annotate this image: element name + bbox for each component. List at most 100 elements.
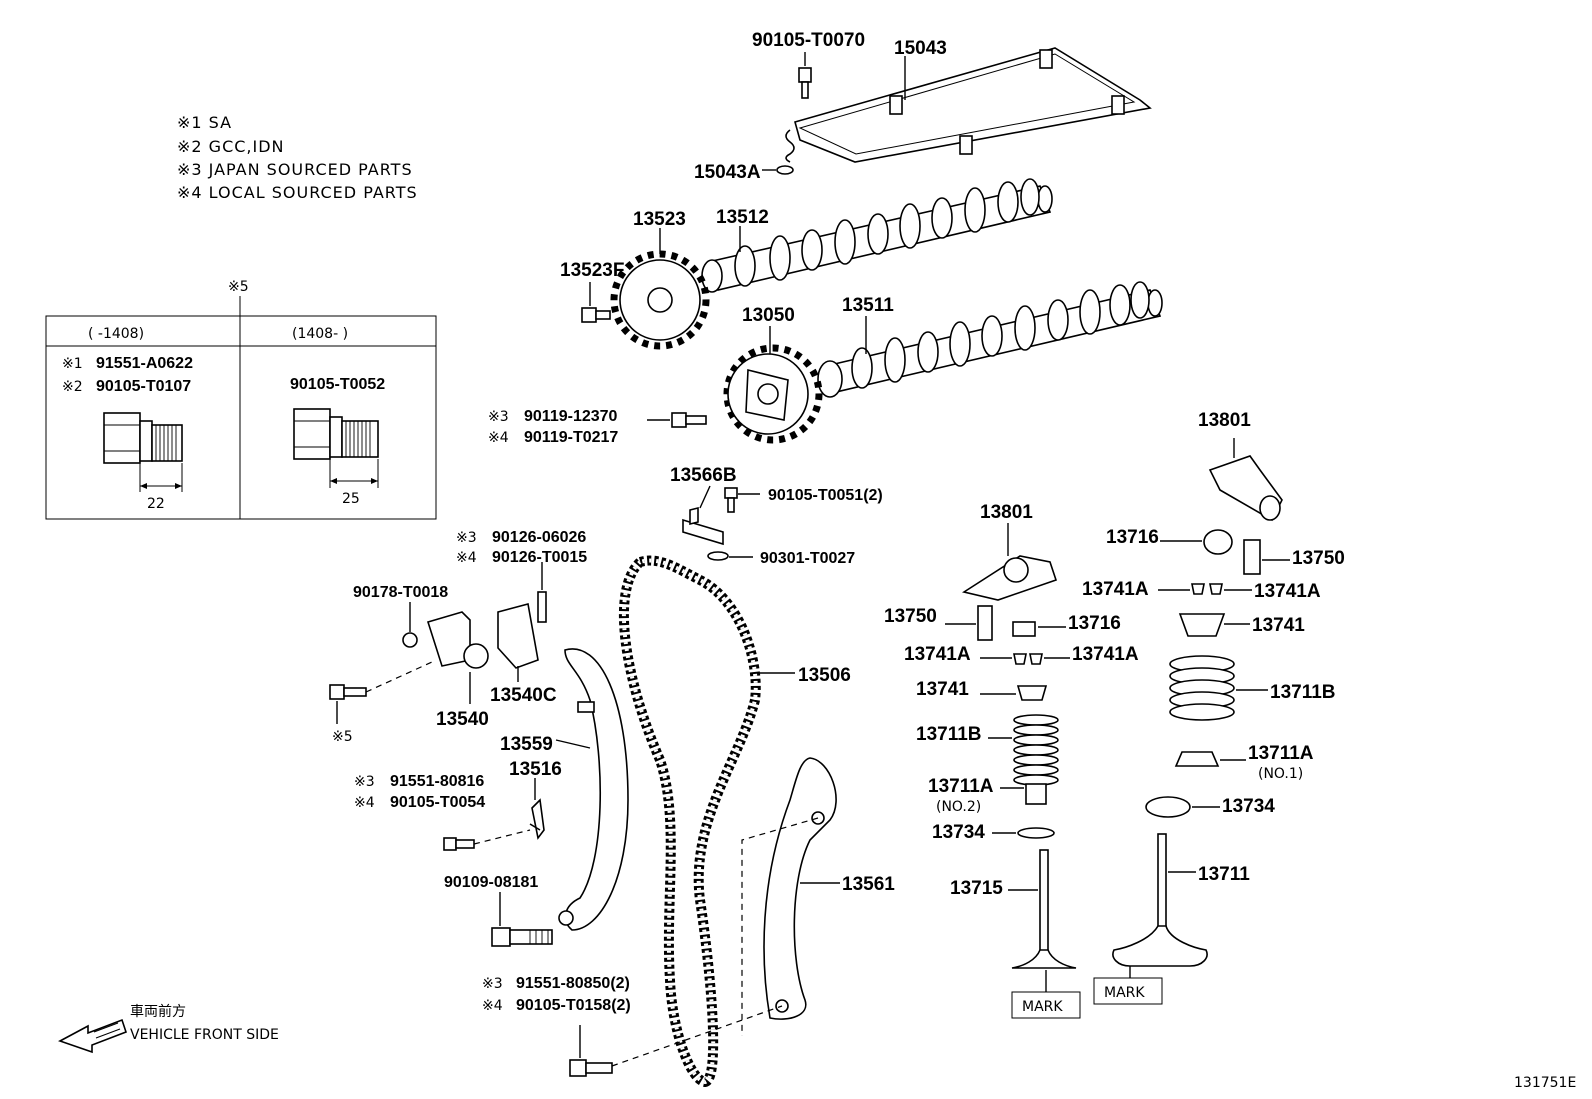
table-col1-header: ( -1408) xyxy=(88,326,144,342)
keepers-13741A-right-icon xyxy=(1191,583,1223,595)
spring-13711B-right-icon xyxy=(1169,655,1235,721)
valve-13711-icon xyxy=(1112,833,1208,967)
label-13711A-right-sub: (NO.1) xyxy=(1258,766,1303,782)
bolt-90105-T0070-icon xyxy=(798,67,812,99)
retainer-13741-middle-icon xyxy=(1016,685,1048,701)
label-90105-T0158: 90105-T0158(2) xyxy=(516,997,631,1014)
table-col1-dim: 22 xyxy=(147,496,165,512)
table-marker: ※5 xyxy=(228,279,249,295)
label-90109-08181: 90109-08181 xyxy=(444,874,538,891)
note-3: ※3 JAPAN SOURCED PARTS xyxy=(177,160,413,179)
label-13540C: 13540C xyxy=(490,685,557,706)
camshaft-13512 xyxy=(701,178,1053,293)
label-15043: 15043 xyxy=(894,38,947,59)
label-13711: 13711 xyxy=(1198,864,1250,885)
label-13711A-right: 13711A xyxy=(1248,743,1314,764)
label-90126-06026: 90126-06026 xyxy=(492,529,586,546)
lash-adjuster-13750-right-icon xyxy=(1243,539,1261,575)
label-90119-T0217: 90119-T0217 xyxy=(524,429,618,446)
bolt-25-icon xyxy=(293,408,379,488)
label-13741A-middle-left: 13741A xyxy=(904,644,971,665)
cover-gasket-15043 xyxy=(785,47,1152,163)
retainer-13741-right-icon xyxy=(1178,613,1226,637)
seat-13711A-right-icon xyxy=(1174,751,1220,767)
label-13711B-right: 13711B xyxy=(1270,682,1336,703)
label-13512: 13512 xyxy=(716,207,769,228)
chain-guide-13559-icon xyxy=(558,648,629,931)
label-91551-80850: 91551-80850(2) xyxy=(516,975,630,992)
washer-13734-middle-icon xyxy=(1017,827,1055,839)
mark-1-label: MARK xyxy=(1022,999,1063,1015)
table-col1-mark1: ※1 xyxy=(62,356,83,372)
lash-adjuster-13750-middle-icon xyxy=(977,605,993,641)
timing-chain-13506 xyxy=(619,555,761,1088)
table-col2-pn: 90105-T0052 xyxy=(290,376,385,393)
label-91551-80816: 91551-80816 xyxy=(390,773,484,790)
keepers-13741A-middle-icon xyxy=(1013,653,1043,665)
table-col1-pn2: 90105-T0107 xyxy=(96,378,191,395)
camshaft-13511 xyxy=(817,281,1163,398)
label-90105-T0054: 90105-T0054 xyxy=(390,794,485,811)
label-13741A-middle-right: 13741A xyxy=(1072,644,1139,665)
tensioner-13540-icon xyxy=(426,611,489,669)
label-13734-right: 13734 xyxy=(1222,796,1275,817)
label-13516: 13516 xyxy=(509,759,562,780)
bolt-table: ※5 ( -1408) (1408- ) ※1 91551-A0622 ※2 9… xyxy=(45,279,437,520)
mark-box-1 xyxy=(1011,991,1081,1019)
cap-13716-middle-icon xyxy=(1012,621,1036,637)
bolt-91551-80850-icon xyxy=(569,1059,613,1077)
sprocket-13523-icon xyxy=(610,250,710,350)
label-15043A: 15043A xyxy=(694,162,761,183)
clip-13516-icon xyxy=(529,798,545,840)
seat-13711A-middle-icon xyxy=(1025,783,1047,805)
part-labels: 90105-T0070 15043 15043A 13523 13512 135… xyxy=(332,30,1345,1014)
label-13741-middle: 13741 xyxy=(916,679,969,700)
front-label-jp: 車両前方 xyxy=(130,1003,186,1020)
label-13716-middle: 13716 xyxy=(1068,613,1121,634)
label-13716-right: 13716 xyxy=(1106,527,1159,548)
label-13523: 13523 xyxy=(633,209,686,230)
label-13801-middle: 13801 xyxy=(980,502,1033,523)
label-13711A-middle: 13711A xyxy=(928,776,994,797)
label-90126-T0015-mark: ※4 xyxy=(456,550,477,566)
label-91551-80850-mark: ※3 xyxy=(482,976,503,992)
bolt-90109-08181-icon xyxy=(491,927,553,947)
figure-id: 131751E xyxy=(1514,1075,1576,1091)
label-91551-80816-mark: ※3 xyxy=(354,774,375,790)
label-90119-12370-mark: ※3 xyxy=(488,409,509,425)
label-13750-right: 13750 xyxy=(1292,548,1345,569)
oring-90301-icon xyxy=(707,551,729,561)
rocker-arm-13801-middle-icon xyxy=(961,555,1058,601)
table-col2-dim: 25 xyxy=(342,491,360,507)
table-frame xyxy=(45,315,437,520)
label-5: ※5 xyxy=(332,729,353,745)
front-arrow-icon xyxy=(58,1018,128,1054)
washer-15043A-icon xyxy=(776,165,794,175)
label-13741-right: 13741 xyxy=(1252,615,1305,636)
vvt-gear-13050-icon xyxy=(723,344,823,444)
label-13050: 13050 xyxy=(742,305,795,326)
label-90178-T0018: 90178-T0018 xyxy=(353,584,448,601)
label-90105-T0054-mark: ※4 xyxy=(354,795,375,811)
label-13711A-middle-sub: (NO.2) xyxy=(936,799,981,815)
note-4: ※4 LOCAL SOURCED PARTS xyxy=(177,183,418,202)
label-13561: 13561 xyxy=(842,874,895,895)
label-90119-T0217-mark: ※4 xyxy=(488,430,509,446)
label-90126-06026-mark: ※3 xyxy=(456,530,477,546)
notes-legend: ※1 SA ※2 GCC,IDN ※3 JAPAN SOURCED PARTS … xyxy=(177,113,418,202)
label-90301-T0027: 90301-T0027 xyxy=(760,550,855,567)
rocker-arm-13801-right-icon xyxy=(1208,455,1283,522)
mark-2-label: MARK xyxy=(1104,985,1145,1001)
nut-90178-icon xyxy=(402,632,418,648)
label-90105-T0158-mark: ※4 xyxy=(482,998,503,1014)
chain-guide-13561-icon xyxy=(763,757,837,1020)
label-13566B: 13566B xyxy=(670,465,737,486)
front-label-en: VEHICLE FRONT SIDE xyxy=(130,1027,279,1043)
label-13801-right: 13801 xyxy=(1198,410,1251,431)
bolt-22-icon xyxy=(103,412,183,492)
label-90105-T0070: 90105-T0070 xyxy=(752,30,865,51)
valve-13715-icon xyxy=(1011,849,1077,969)
table-col1-pn1: 91551-A0622 xyxy=(96,355,193,372)
